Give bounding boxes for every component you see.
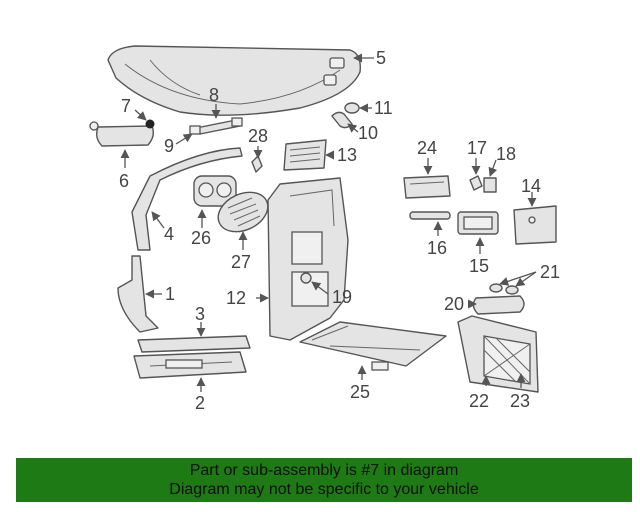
- part-sun-visor[interactable]: [89, 121, 155, 147]
- callout-20: 20: [444, 294, 464, 314]
- part-visor-clip[interactable]: [145, 119, 155, 129]
- callout-24: 24: [417, 138, 437, 158]
- part-fastener-18[interactable]: [483, 177, 497, 193]
- part-storage-tray[interactable]: [403, 175, 451, 199]
- callout-7: 7: [121, 96, 131, 116]
- callout-2: 2: [195, 393, 205, 413]
- part-header-trim[interactable]: [189, 117, 243, 135]
- part-dome-lamp[interactable]: [193, 175, 237, 207]
- callout-13: 13: [337, 145, 357, 165]
- callout-26: 26: [191, 228, 211, 248]
- part-speaker-grille[interactable]: [212, 185, 274, 240]
- banner-line-1: Part or sub-assembly is #7 in diagram: [189, 462, 459, 479]
- part-storage-bin[interactable]: [457, 315, 539, 393]
- part-a-pillar-trim[interactable]: [131, 147, 243, 251]
- part-fastener-28[interactable]: [251, 155, 263, 173]
- part-vent-grille[interactable]: [283, 139, 327, 171]
- callout-27: 27: [231, 252, 251, 272]
- part-clip-11[interactable]: [344, 102, 360, 114]
- callout-23: 23: [510, 391, 530, 411]
- callout-15: 15: [469, 256, 489, 276]
- part-handle-bezel[interactable]: [472, 295, 525, 315]
- callout-25: 25: [350, 382, 370, 402]
- part-headliner[interactable]: [107, 45, 361, 116]
- callout-9: 9: [164, 136, 174, 156]
- part-handle-16[interactable]: [409, 211, 451, 220]
- info-banner: Part or sub-assembly is #7 in diagram Di…: [16, 458, 632, 502]
- part-bezel-15[interactable]: [457, 211, 499, 235]
- part-sill-plate[interactable]: [133, 351, 247, 379]
- part-back-panel[interactable]: [267, 177, 349, 341]
- part-kick-panel[interactable]: [117, 255, 159, 333]
- callout-21: 21: [540, 262, 560, 282]
- part-cargo-cover[interactable]: [299, 321, 447, 371]
- callout-3: 3: [195, 304, 205, 324]
- callout-19: 19: [332, 287, 352, 307]
- banner-line-2: Diagram may not be specific to your vehi…: [169, 481, 479, 498]
- callout-5: 5: [376, 48, 386, 68]
- part-access-cover[interactable]: [513, 205, 557, 245]
- callout-14: 14: [521, 176, 541, 196]
- part-plug-19[interactable]: [300, 272, 312, 284]
- part-scuff-plate-upper[interactable]: [137, 335, 251, 353]
- callout-16: 16: [427, 238, 447, 258]
- callout-18: 18: [496, 144, 516, 164]
- callout-6: 6: [119, 171, 129, 191]
- callout-12: 12: [226, 288, 246, 308]
- part-screws-21[interactable]: [489, 283, 519, 295]
- callout-11: 11: [374, 98, 393, 118]
- part-fastener-17[interactable]: [469, 175, 483, 191]
- callout-10: 10: [358, 123, 378, 143]
- callout-4: 4: [164, 224, 174, 244]
- callout-28: 28: [248, 126, 268, 146]
- callout-1: 1: [165, 284, 175, 304]
- callout-8: 8: [209, 85, 219, 105]
- callout-22: 22: [469, 391, 489, 411]
- callout-17: 17: [467, 138, 487, 158]
